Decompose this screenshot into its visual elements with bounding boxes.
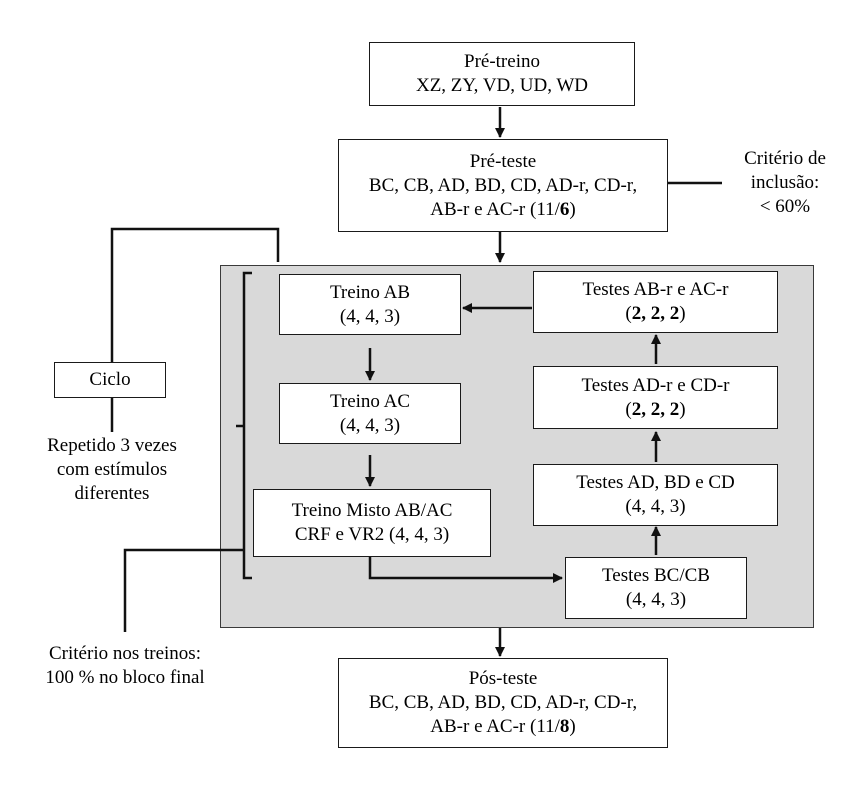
arrow-mixed-to-bccb (368, 557, 563, 583)
pre-test-line3-suffix: ) (569, 198, 576, 220)
tests-adr-cdr-values-bold: 2, 2, 2 (631, 398, 680, 420)
training-criterion-line2: 100 % no bloco final (45, 667, 205, 688)
pre-test-title: Pré-teste (469, 150, 537, 172)
pre-training-stimuli: XZ, ZY, VD, UD, WD (415, 75, 589, 96)
training-ac-values: (4, 4, 3) (339, 414, 401, 436)
tests-abr-acr-box: Testes AB-r e AC-r (2, 2, 2) (533, 271, 778, 333)
tests-adr-cdr-title: Testes AD-r e CD-r (581, 374, 730, 396)
training-criterion-line1: Critério nos treinos: (49, 643, 201, 664)
pre-test-line3-bold: 6 (559, 198, 570, 220)
cycle-bracket (242, 271, 252, 580)
tests-bc-cb-title: Testes BC/CB (602, 565, 710, 586)
pre-training-title: Pré-treino (464, 51, 540, 72)
inclusion-criterion-line1: Critério de (744, 148, 826, 169)
cycle-label: Ciclo (89, 369, 131, 390)
tests-adr-cdr-values-suffix: ) (679, 398, 686, 420)
post-test-relations-2: AB-r e AC-r (11/8) (430, 715, 575, 739)
pre-test-relations-2: AB-r e AC-r (11/6) (430, 198, 575, 222)
post-test-title: Pós-teste (468, 668, 538, 689)
cycle-note-line1: Repetido 3 vezes (47, 435, 177, 456)
post-test-line3-bold: 8 (559, 716, 570, 737)
pre-test-relations: BC, CB, AD, BD, CD, AD-r, CD-r, (368, 174, 638, 196)
tests-abr-acr-title: Testes AB-r e AC-r (582, 279, 729, 300)
inclusion-criterion: Critério de inclusão: < 60% (718, 147, 852, 219)
training-criterion: Critério nos treinos: 100 % no bloco fin… (20, 642, 230, 690)
training-mixed-box: Treino Misto AB/AC CRF e VR2 (4, 4, 3) (253, 489, 491, 557)
tests-bc-cb-values: (4, 4, 3) (625, 589, 687, 610)
training-ab-box: Treino AB (4, 4, 3) (279, 274, 461, 335)
cycle-note: Repetido 3 vezes com estímulos diferente… (20, 434, 204, 506)
tests-ad-bd-cd-title: Testes AD, BD e CD (576, 472, 735, 493)
training-ab-values: (4, 4, 3) (339, 305, 401, 327)
tests-ad-bd-cd-values: (4, 4, 3) (625, 496, 686, 517)
training-ab-title: Treino AB (329, 281, 411, 303)
tests-adr-cdr-values-prefix: ( (625, 398, 632, 420)
post-test-relations: BC, CB, AD, BD, CD, AD-r, CD-r, (368, 692, 638, 713)
tests-abr-acr-values: (2, 2, 2) (625, 302, 685, 326)
cycle-note-line3: diferentes (74, 483, 150, 504)
pre-test-line3-prefix: AB-r e AC-r (11/ (430, 198, 560, 220)
tests-bc-cb-box: Testes BC/CB (4, 4, 3) (565, 557, 747, 619)
inclusion-criterion-line2: inclusão: (750, 172, 820, 193)
pre-test-box: Pré-teste BC, CB, AD, BD, CD, AD-r, CD-r… (338, 139, 668, 232)
tests-adr-cdr-values: (2, 2, 2) (625, 398, 685, 422)
inclusion-criterion-line3: < 60% (759, 196, 811, 217)
cycle-note-line2: com estímulos (56, 459, 168, 480)
post-test-box: Pós-teste BC, CB, AD, BD, CD, AD-r, CD-r… (338, 658, 668, 748)
tests-adr-cdr-box: Testes AD-r e CD-r (2, 2, 2) (533, 366, 778, 429)
tests-abr-acr-values-prefix: ( (625, 303, 632, 324)
training-criterion-connector (123, 548, 244, 632)
cycle-box: Ciclo (54, 362, 166, 398)
tests-ad-bd-cd-box: Testes AD, BD e CD (4, 4, 3) (533, 464, 778, 526)
post-test-line3-suffix: ) (569, 716, 576, 737)
tests-abr-acr-values-suffix: ) (679, 303, 686, 324)
training-ac-title: Treino AC (329, 390, 411, 412)
training-mixed-schedule: CRF e VR2 (4, 4, 3) (294, 524, 450, 545)
tests-abr-acr-values-bold: 2, 2, 2 (631, 303, 680, 324)
post-test-line3-prefix: AB-r e AC-r (11/ (430, 716, 560, 737)
training-ac-box: Treino AC (4, 4, 3) (279, 383, 461, 444)
pre-training-box: Pré-treino XZ, ZY, VD, UD, WD (369, 42, 635, 106)
training-mixed-title: Treino Misto AB/AC (291, 500, 453, 521)
cycle-connector (110, 227, 280, 362)
